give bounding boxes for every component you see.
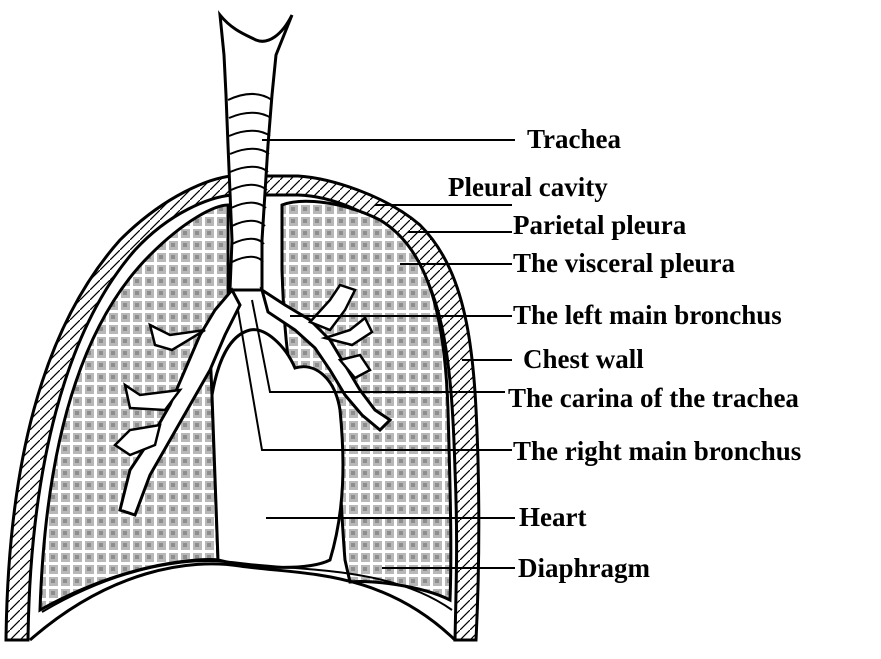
label-right-main-bronchus: The right main bronchus	[513, 436, 801, 466]
label-heart: Heart	[519, 502, 586, 532]
label-diaphragm: Diaphragm	[518, 553, 651, 583]
label-chest-wall: Chest wall	[523, 344, 644, 374]
label-pleural-cavity: Pleural cavity	[448, 172, 608, 202]
label-parietal-pleura: Parietal pleura	[513, 210, 687, 240]
label-carina: The carina of the trachea	[508, 383, 799, 413]
label-visceral-pleura: The visceral pleura	[513, 248, 735, 278]
label-left-main-bronchus: The left main bronchus	[513, 300, 782, 330]
labels: Trachea Pleural cavity Parietal pleura T…	[448, 124, 801, 583]
label-trachea: Trachea	[527, 124, 621, 154]
